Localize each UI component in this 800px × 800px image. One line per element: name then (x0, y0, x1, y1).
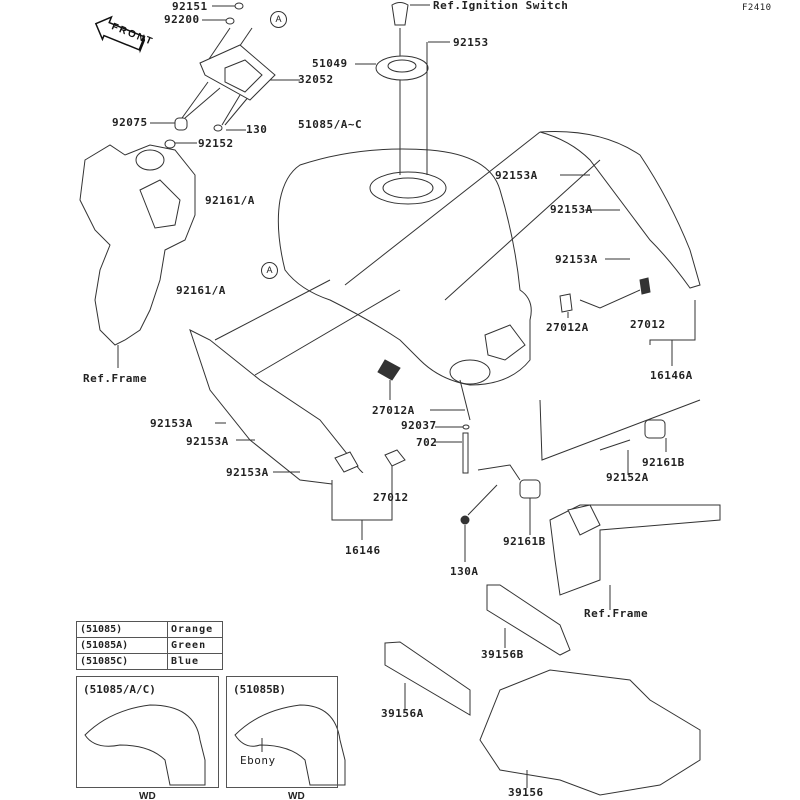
part-label[interactable]: 702 (416, 436, 438, 449)
front-direction-indicator: FRONT (88, 9, 155, 57)
part-label[interactable]: 92153A (186, 435, 229, 448)
part-number-cell: (51085A) (76, 637, 168, 654)
part-label[interactable]: 92161B (503, 535, 546, 548)
bracket-hardware (164, 2, 276, 149)
inset-title: (51085/A/C) (83, 683, 156, 696)
side-cover-right (344, 131, 701, 366)
part-label[interactable]: 92151 (172, 0, 208, 13)
color-cell: Blue (167, 653, 223, 670)
part-number-cell: (51085) (76, 621, 168, 638)
part-label[interactable]: 92153A (555, 253, 598, 266)
part-label[interactable]: Ref.Ignition Switch (433, 0, 569, 12)
part-label[interactable]: 92161/A (205, 194, 255, 207)
color-cell: Green (167, 637, 223, 654)
part-label[interactable]: 27012A (546, 321, 589, 334)
part-number-cell: (51085C) (76, 653, 168, 670)
part-label[interactable]: 39156 (508, 786, 544, 799)
part-label[interactable]: 16146A (650, 369, 693, 382)
part-label[interactable]: 92153A (226, 466, 269, 479)
part-label[interactable]: 32052 (298, 73, 334, 86)
part-label[interactable]: 51049 (312, 57, 348, 70)
fuel-tank-outline (277, 148, 532, 386)
part-label[interactable]: 27012 (630, 318, 666, 331)
inset-caption: WD (288, 791, 305, 800)
inset-variant-a-c: (51085/A/C) (76, 676, 219, 788)
side-cover-left (189, 279, 465, 540)
part-label[interactable]: 92153 (453, 36, 489, 49)
part-label[interactable]: 92152A (606, 471, 649, 484)
fuel-cap-assembly (355, 2, 450, 175)
front-arrow-icon (94, 15, 146, 54)
part-label[interactable]: 16146 (345, 544, 381, 557)
ebony-note: Ebony (240, 754, 276, 767)
color-cell: Orange (167, 621, 223, 638)
part-label[interactable]: 51085/A~C (298, 118, 363, 131)
inset-tank-drawings (84, 704, 346, 786)
part-label[interactable]: 27012 (373, 491, 409, 504)
table-row: (51085A) Green (76, 637, 223, 654)
foam-pads (384, 584, 701, 796)
reference-marker-a: A (261, 262, 278, 279)
part-label[interactable]: 27012A (372, 404, 415, 417)
part-label[interactable]: 130A (450, 565, 479, 578)
inset-caption: WD (139, 791, 156, 800)
inset-title: (51085B) (233, 683, 286, 696)
part-label[interactable]: 92200 (164, 13, 200, 26)
part-label[interactable]: 92161/A (176, 284, 226, 297)
part-label[interactable]: 92153A (550, 203, 593, 216)
table-row: (51085) Orange (76, 621, 223, 638)
part-label[interactable]: 39156B (481, 648, 524, 661)
part-label[interactable]: 92153A (150, 417, 193, 430)
front-fairing-frame (79, 144, 196, 368)
part-label[interactable]: Ref.Frame (584, 607, 649, 620)
part-label[interactable]: 92152 (198, 137, 234, 150)
rear-frame (477, 399, 721, 610)
color-variant-table: (51085) Orange (51085A) Green (51085C) B… (76, 621, 223, 670)
part-label[interactable]: 92153A (495, 169, 538, 182)
figure-code: F2410 (742, 3, 772, 13)
part-label[interactable]: Ref.Frame (83, 372, 148, 385)
rod-and-bolt (435, 379, 498, 562)
reference-marker-a: A (270, 11, 287, 28)
table-row: (51085C) Blue (76, 653, 223, 670)
part-label[interactable]: 92037 (401, 419, 437, 432)
inset-variant-b: (51085B) (226, 676, 338, 788)
part-label[interactable]: 39156A (381, 707, 424, 720)
part-label[interactable]: 92075 (112, 116, 148, 129)
part-label[interactable]: 92161B (642, 456, 685, 469)
part-label[interactable]: 130 (246, 123, 268, 136)
